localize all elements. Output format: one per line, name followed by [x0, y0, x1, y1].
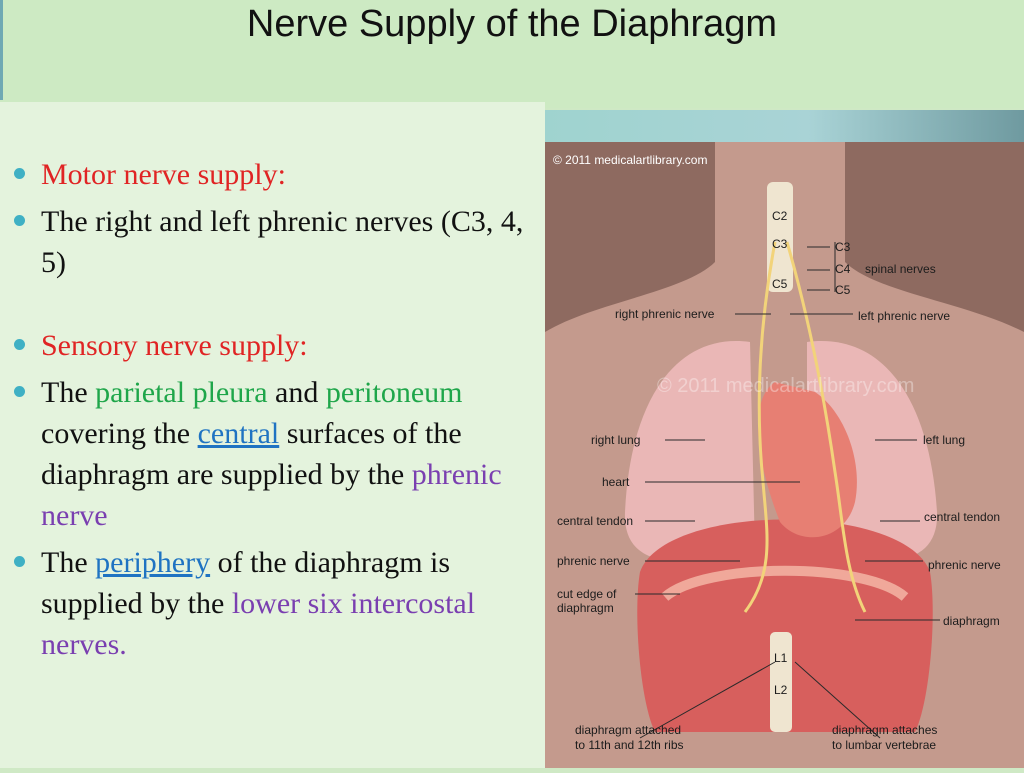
title-left-accent [0, 0, 3, 100]
bullet-dot-icon [14, 556, 25, 567]
sensory-1-the: The [41, 376, 88, 409]
label-cut-edge-line1: cut edge of [557, 587, 617, 601]
label-right-phrenic-nerve: right phrenic nerve [615, 307, 715, 321]
sensory-1-rest: surfaces of the diaphragm are supplied b… [41, 417, 462, 491]
bullet-dot-icon [14, 386, 25, 397]
label-heart: heart [602, 475, 630, 489]
sensory-1-and: and [275, 376, 319, 409]
label-left-phrenic-nerve: left phrenic nerve [858, 309, 950, 323]
title-bar: Nerve Supply of the Diaphragm [0, 0, 1024, 108]
label-central-tendon-right: central tendon [924, 510, 1000, 524]
page-title: Nerve Supply of the Diaphragm [246, 3, 778, 45]
label-c5: C5 [835, 283, 851, 297]
lumbar-spine [770, 632, 792, 732]
sensory-heading: Sensory nerve supply: [41, 329, 308, 362]
label-diaphragm: diaphragm [943, 614, 1000, 628]
periphery-link[interactable]: periphery [95, 546, 211, 579]
label-right-lung: right lung [591, 433, 640, 447]
right-lung-shape [624, 341, 755, 562]
copyright-label: © 2011 medicalartlibrary.com [553, 153, 707, 167]
bullet-sensory-1: The parietal pleura and peritoneum cover… [12, 372, 537, 536]
central-tendon-shape [661, 565, 909, 601]
sensory-2-the: The [41, 546, 88, 579]
label-spinal-nerves: spinal nerves [865, 262, 936, 276]
motor-text: The right and left phrenic nerves (C3, 4… [41, 205, 524, 279]
right-phrenic-nerve-path [743, 241, 777, 613]
bullet-sensory-2: The periphery of the diaphragm is suppli… [12, 542, 537, 665]
vertebra-l2-label: L2 [774, 683, 788, 697]
bullet-dot-icon [14, 339, 25, 350]
left-phrenic-nerve-path [785, 241, 867, 613]
label-phrenic-nerve-left: phrenic nerve [557, 554, 630, 568]
label-phrenic-nerve-right: phrenic nerve [928, 558, 1001, 572]
leader-lines [635, 242, 940, 739]
text-panel [0, 102, 545, 768]
diaphragm-shape [637, 519, 933, 732]
label-attaches-vertebrae-line1: diaphragm attaches [832, 723, 937, 737]
sensory-1-covering: covering the [41, 417, 191, 450]
figure-header-strip [545, 110, 1024, 142]
anatomy-svg: © 2011 medicalartlibrary.com © 2011 medi… [545, 142, 1024, 768]
label-left-lung: left lung [923, 433, 965, 447]
label-attached-ribs-line1: diaphragm attached [575, 723, 681, 737]
vertebra-l1-label: L1 [774, 651, 788, 665]
motor-heading: Motor nerve supply: [41, 158, 286, 191]
peritoneum-term: peritoneum [325, 376, 463, 409]
bullet-sensory-heading: Sensory nerve supply: [12, 325, 537, 366]
vertebra-c3-label: C3 [772, 237, 788, 251]
parietal-pleura-term: parietal pleura [95, 376, 268, 409]
phrenic-nerve-term: phrenic nerve [41, 458, 502, 532]
bullet-list: Motor nerve supply: The right and left p… [12, 154, 537, 665]
cervical-spine [767, 182, 793, 292]
bullet-dot-icon [14, 215, 25, 226]
label-attaches-vertebrae-line2: to lumbar vertebrae [832, 738, 936, 752]
label-central-tendon-left: central tendon [557, 514, 633, 528]
bullet-dot-icon [14, 168, 25, 179]
intercostal-nerves-term: lower six intercostal nerves. [41, 587, 476, 661]
diaphragm-illustration: © 2011 medicalartlibrary.com © 2011 medi… [545, 142, 1024, 768]
heart-shape [758, 382, 857, 538]
label-c4: C4 [835, 262, 851, 276]
sensory-2-rest: of the diaphragm is supplied by the [41, 546, 451, 620]
bullet-motor-heading: Motor nerve supply: [12, 154, 537, 195]
central-link[interactable]: central [197, 417, 280, 450]
bullet-motor-text: The right and left phrenic nerves (C3, 4… [12, 201, 537, 283]
label-c3: C3 [835, 240, 851, 254]
vertebra-c2-label: C2 [772, 209, 788, 223]
label-attached-ribs-line2: to 11th and 12th ribs [575, 738, 684, 752]
vertebra-c5-label: C5 [772, 277, 788, 291]
watermark-label: © 2011 medicalartlibrary.com [657, 375, 914, 397]
label-cut-edge-line2: diaphragm [557, 601, 614, 615]
spacer [12, 283, 537, 325]
